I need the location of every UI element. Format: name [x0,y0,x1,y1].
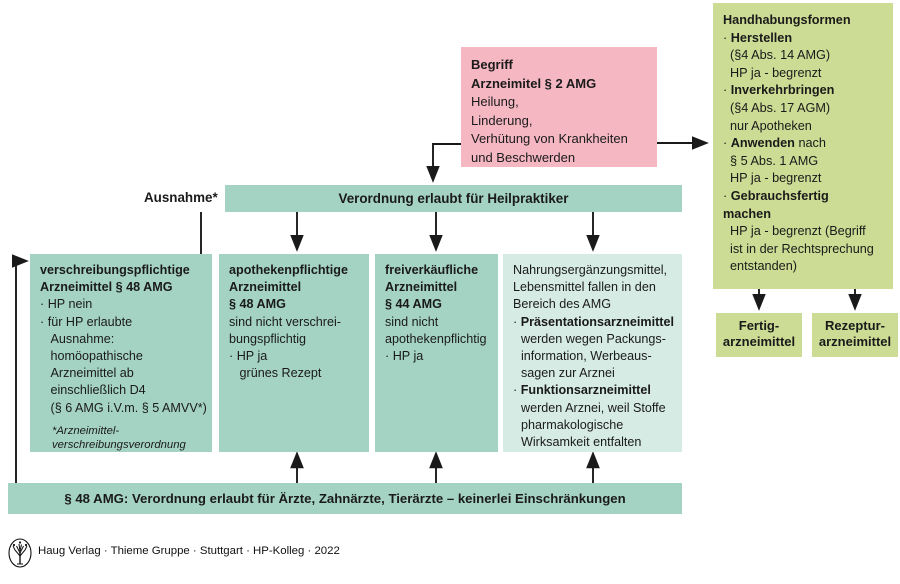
handhabungsformen-item-3-term: Gebrauchsfertig machen [723,188,829,221]
begriff-title: Begriff [471,57,513,72]
ausnahme-label: Ausnahme* [144,190,218,205]
handhabungsformen-item-2-detail-1: HP ja - begrenzt [730,171,822,186]
column-verschreibungspflichtige: verschreibungspflichtige Arzneimittel § … [30,254,212,452]
col4-intro: Nahrungsergänzungsmittel, Lebensmittel f… [513,263,668,312]
arrow-bottombar-to-col1 [11,254,29,490]
handhabungsformen-title: Handhabungsformen [723,13,851,27]
col4-subitem-1-bold-text: Funktionsarzneimittel [520,383,651,398]
handhabungsformen-item-0-term: Herstellen [730,30,793,45]
bullet-dot-icon: · [723,188,731,203]
bullet-dot-icon: · [723,83,731,98]
handhabungsformen-item-3-detail-2: entstanden) [730,259,798,274]
handhabungsformen-item-3-detail-0: HP ja - begrenzt (Begriff [730,224,866,239]
bottom-bar-label: § 48 AMG: Verordnung erlaubt für Ärzte, … [64,491,626,506]
handhabungsformen-item-list: · Herstellen(§4 Abs. 14 AMG)HP ja - begr… [723,30,893,276]
begriff-line-0: Heilung, [471,94,519,110]
handhabungsformen-item-1-detail-1: nur Apotheken [730,118,812,133]
bullet-dot-icon: · [513,383,521,398]
handhabungsformen-box: Handhabungsformen · Herstellen(§4 Abs. 1… [713,3,893,289]
rezepturarzneimittel-box: Rezeptur- arzneimittel [812,313,898,357]
handhabungsformen-item-1-heading: · Inverkehrbringen [723,82,893,100]
begriff-arzneimittel-box: Begriff Arzneimitel § 2 AMG Heilung, Lin… [461,47,657,167]
bullet-dot-icon: · [513,314,521,329]
handhabungsformen-item-1-term: Inverkehrbringen [730,83,835,98]
col2-body: sind nicht verschrei- bungspflichtig · H… [229,314,341,381]
arrow-begriff-to-verordnung [426,143,461,183]
begriff-subtitle: Arzneimitel § 2 AMG [471,75,597,91]
handhabungsformen-item-0-detail-0: (§4 Abs. 14 AMG) [730,48,831,63]
column-nahrungsergaenzungsmittel: Nahrungsergänzungsmittel, Lebensmittel f… [503,254,682,452]
col1-title: verschreibungspflichtige Arzneimittel § … [40,263,190,295]
column-apothekenpflichtige: apothekenpflichtige Arzneimittel § 48 AM… [219,254,369,452]
handhabungsformen-item-2-detail-0: § 5 Abs. 1 AMG [730,153,819,168]
col2-title: apothekenpflichtige Arzneimittel § 48 AM… [229,263,348,312]
fertigarzneimittel-box: Fertig- arzneimittel [716,313,802,357]
haug-verlag-tree-logo [8,538,32,568]
begriff-line-2: Verhütung von Krankheiten [471,131,628,147]
verordnung-bar-label: Verordnung erlaubt für Heilpraktiker [338,191,569,206]
handhabungsformen-item-2-term: Anwenden [730,136,795,151]
col1-body: · HP nein · für HP erlaubte Ausnahme: ho… [40,297,207,415]
rezepturarzneimittel-label: Rezeptur- arzneimittel [818,318,892,349]
col4-subitem-0-bold-text: Präsentationsarzneimittel [520,314,674,329]
fertigarzneimittel-label: Fertig- arzneimittel [722,318,796,349]
bullet-dot-icon: · [723,136,731,151]
handhabungsformen-item-2-rest: nach [794,136,826,151]
col1-footnote: *Arzneimittel- verschreibungsverordnung [52,424,186,452]
col3-title: freiverkäufliche Arzneimittel § 44 AMG [385,263,479,312]
footer-credit: Haug Verlag · Thieme Gruppe · Stuttgart … [38,545,340,557]
handhabungsformen-item-2-heading: · Anwenden nach [723,135,893,153]
handhabungsformen-item-0-heading: · Herstellen [723,30,893,48]
col4-subitem-1-description: werden Arznei, weil Stoffe pharmakologis… [521,400,666,450]
handhabungsformen-item-3-heading: · Gebrauchsfertig machen [723,188,893,223]
paragraph48-bottom-bar: § 48 AMG: Verordnung erlaubt für Ärzte, … [8,483,682,514]
handhabungsformen-item-3-detail-1: ist in der Rechtsprechung [730,241,874,256]
handhabungsformen-item-0-detail-1: HP ja - begrenzt [730,65,822,80]
bullet-dot-icon: · [723,30,731,45]
col4-subitem-0-description: werden wegen Packungs- information, Werb… [521,331,666,381]
begriff-line-1: Linderung, [471,112,533,128]
verordnung-erlaubt-heilpraktiker-bar: Verordnung erlaubt für Heilpraktiker [225,185,682,212]
col3-body: sind nicht apothekenpflichtig · HP ja [385,314,487,364]
col4-subitem-1-term: · Funktionsarzneimittel [513,382,682,399]
col4-subitem-0-term: · Präsentationsarzneimittel [513,314,682,331]
begriff-line-3: und Beschwerden [471,149,576,165]
column-freiverkaeufliche: freiverkäufliche Arzneimittel § 44 AMG s… [375,254,498,452]
handhabungsformen-item-1-detail-0: (§4 Abs. 17 AGM) [730,100,831,115]
